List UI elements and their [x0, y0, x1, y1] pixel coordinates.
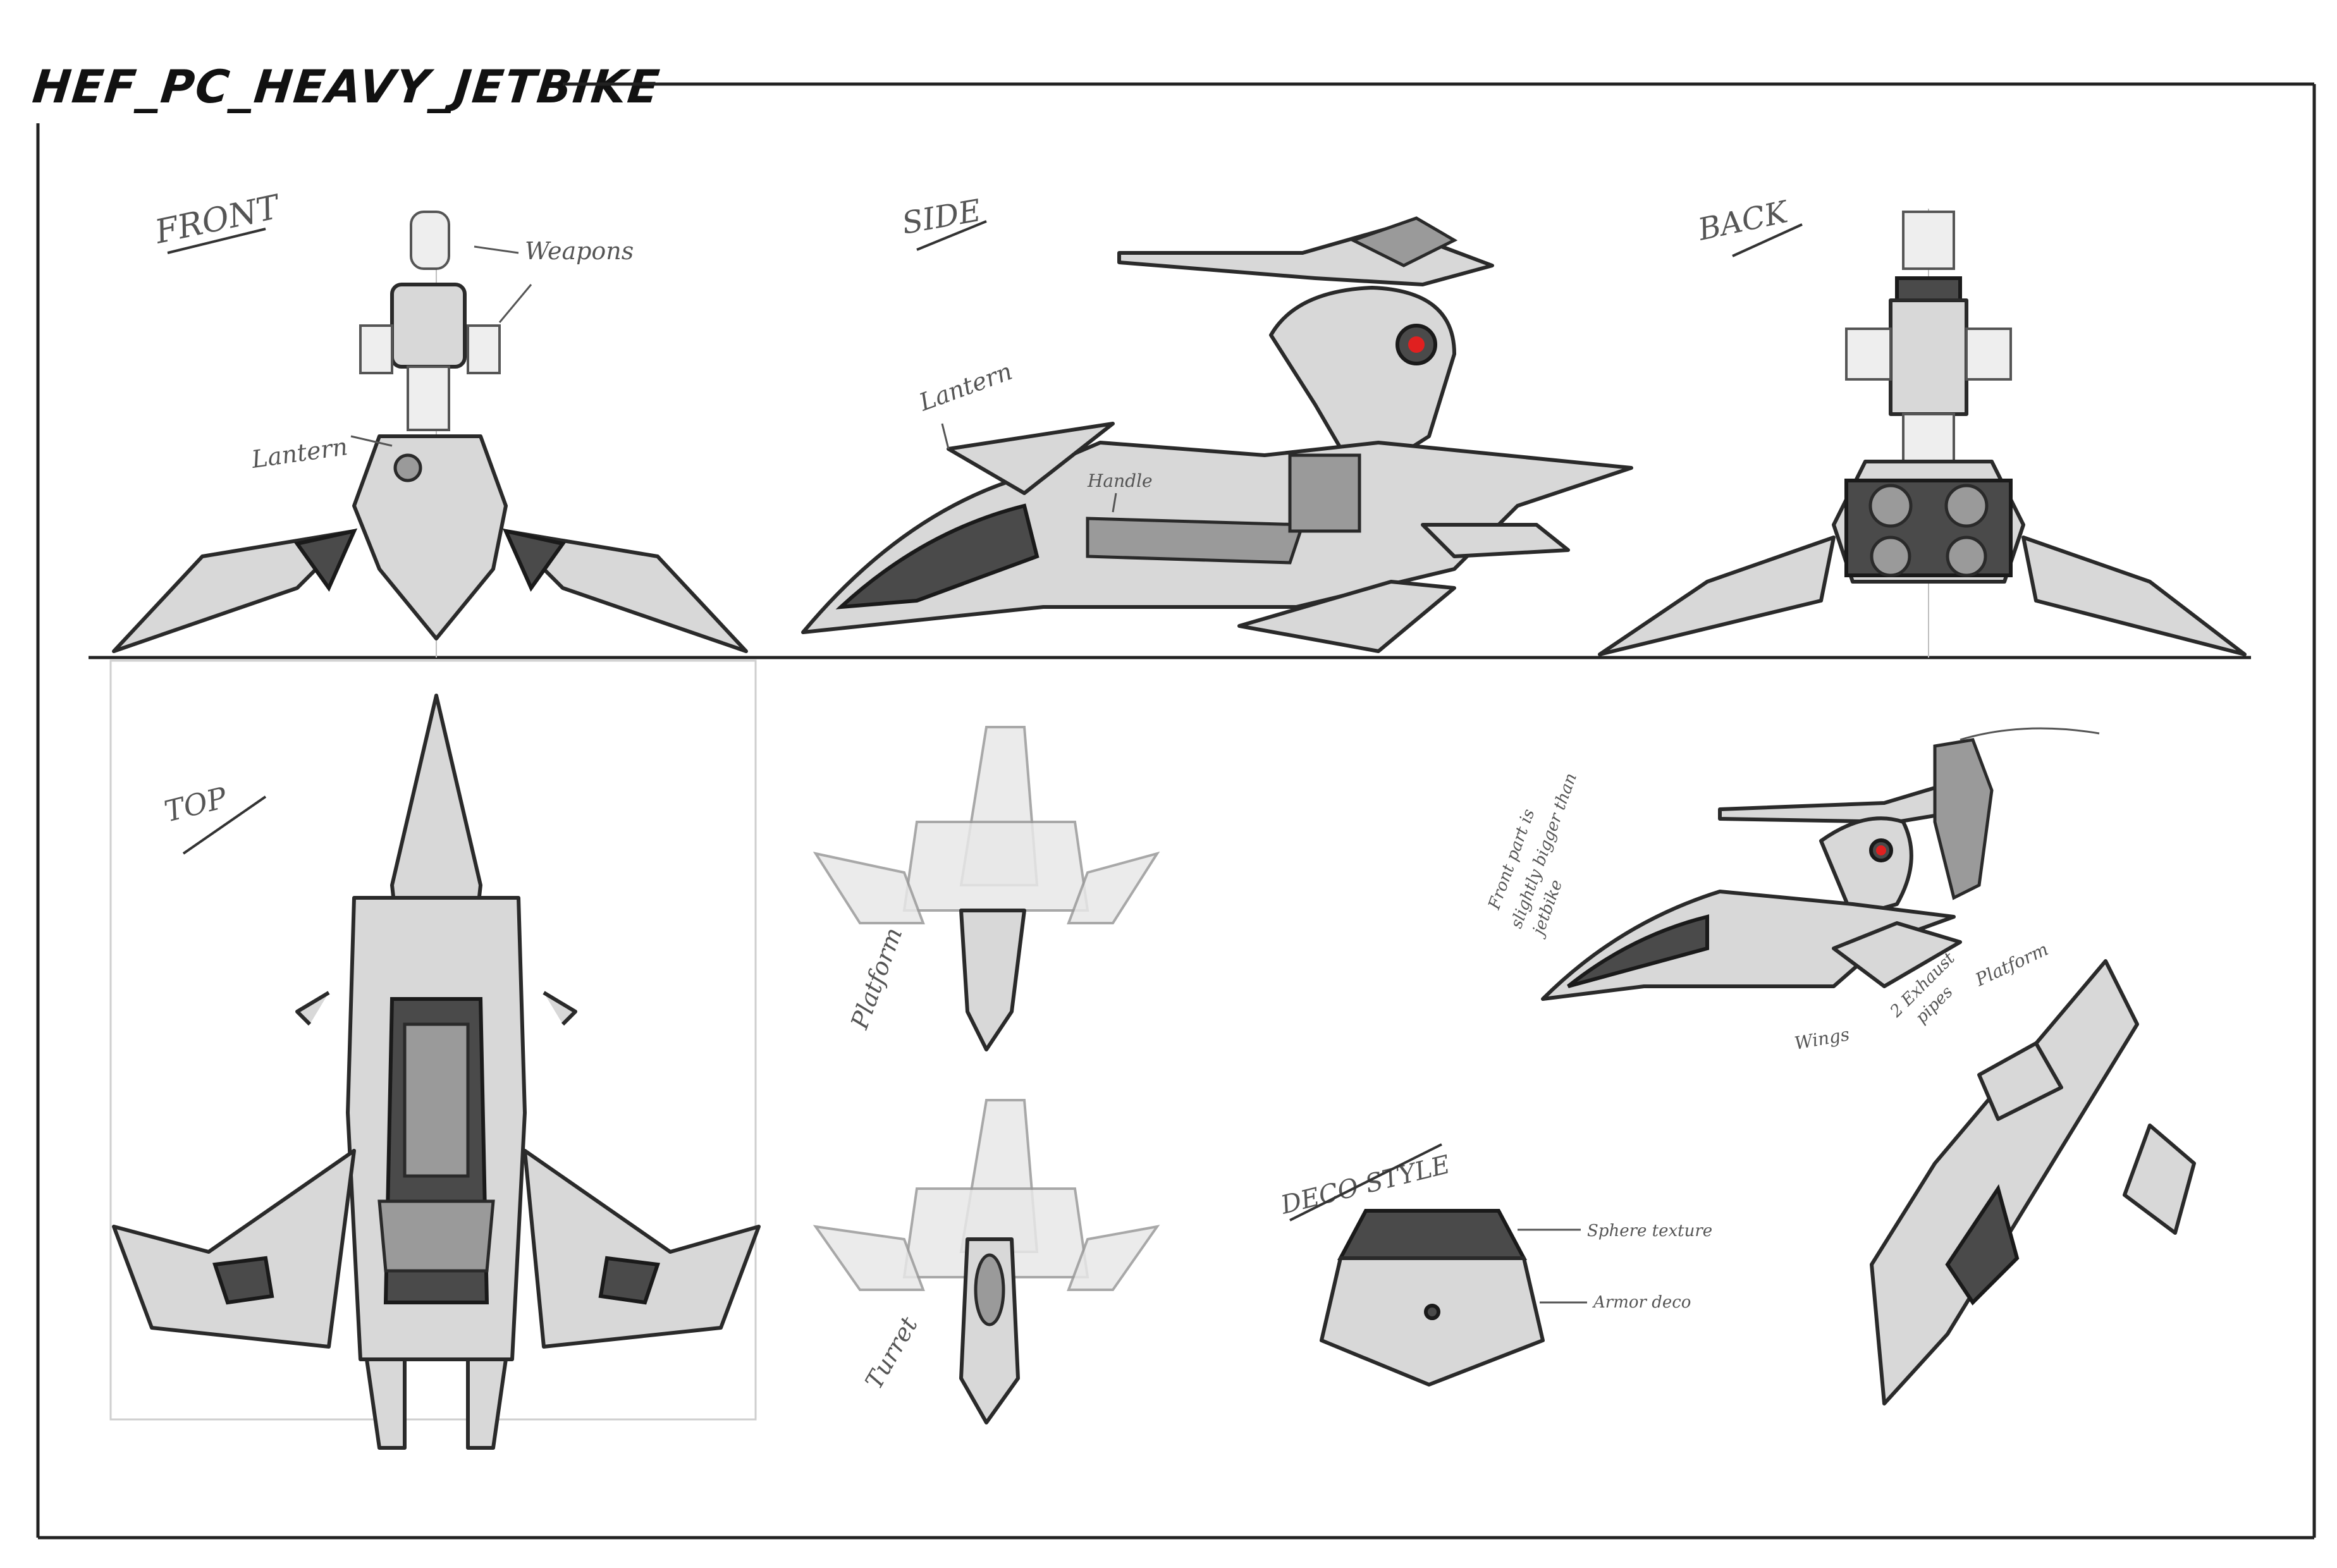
side-label: SIDE — [899, 193, 983, 242]
sphere-texture-swatch — [1337, 1209, 1527, 1260]
armor-deco-note: Armor deco — [1592, 1293, 1691, 1312]
top-view: TOP — [112, 694, 761, 1450]
red-eye-icon-perspective — [1876, 845, 1886, 855]
front-label: FRONT — [151, 188, 284, 252]
perspective-rider-view: Front part is slightly bigger than jetbi… — [1485, 727, 2100, 1054]
lantern-front-note: Lantern — [249, 432, 349, 474]
top-label: TOP — [161, 780, 231, 829]
back-label: BACK — [1695, 194, 1793, 248]
platform-label-note: Platform — [1972, 938, 2051, 990]
weapons-note: Weapons — [525, 237, 634, 265]
turret-note: Turret — [860, 1312, 923, 1394]
deco-style-view: DECO STYLE Sphere texture Armor deco — [1277, 1143, 1712, 1387]
turret-view: Turret — [813, 1099, 1160, 1424]
back-view: BACK — [1598, 194, 2247, 656]
perspective-top-view — [1870, 959, 2196, 1406]
armor-deco-swatch — [1320, 1256, 1545, 1387]
lantern-side-note: Lantern — [915, 357, 1016, 417]
sphere-texture-note: Sphere texture — [1587, 1222, 1712, 1240]
front-view: FRONT Weapons Lantern — [112, 188, 748, 653]
red-eye-icon — [1408, 336, 1425, 353]
wings-note: Wings — [1793, 1024, 1851, 1054]
platform-view: Platform — [813, 726, 1160, 1051]
side-view: SIDE Lantern Handle — [801, 193, 1633, 653]
platform-note: Platform — [845, 924, 908, 1033]
handle-note: Handle — [1087, 470, 1153, 491]
sheet-frame — [36, 82, 2316, 1540]
